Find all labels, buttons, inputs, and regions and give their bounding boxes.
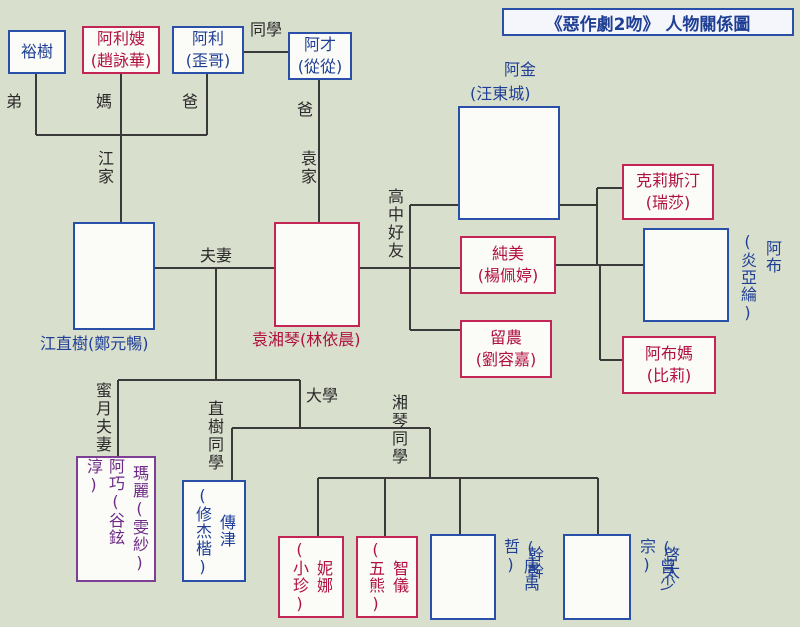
- label-fuqi: 夫妻: [200, 246, 233, 265]
- caption-qitai: 啓太: [660, 546, 680, 580]
- name-yuan: 袁湘琴: [252, 330, 301, 349]
- name-nina: 妮娜: [314, 560, 333, 594]
- actor-ganggan: (唐禹哲): [501, 538, 540, 592]
- actor-mali: (雯紗): [130, 499, 149, 573]
- node-chuanjin: 傳津 (修杰楷): [182, 480, 246, 582]
- node-yushu: 裕樹: [8, 30, 66, 74]
- actor-ali: (歪哥): [185, 51, 231, 70]
- photo-ajin: [458, 106, 560, 220]
- actor-kelisiding: (瑞莎): [645, 193, 691, 212]
- actor-zhiyi: (五熊): [366, 540, 385, 614]
- photo-ganggan: [430, 534, 496, 620]
- label-zhishu-tongxue: 直樹同學: [205, 400, 224, 472]
- label-tongxue: 同學: [250, 20, 283, 39]
- photo-yuan: [274, 222, 360, 327]
- name-mali-col: 瑪麗(雯紗): [128, 465, 150, 573]
- label-liuyue: 蜜月夫妻: [93, 382, 112, 454]
- actor-aqiao: (谷鉉淳): [84, 458, 125, 546]
- actor-liunong: (劉容嘉): [475, 350, 537, 369]
- name-yushu: 裕樹: [20, 42, 53, 61]
- name-qitai: 啓太: [661, 546, 680, 580]
- actor-chunmei: (楊佩婷): [477, 266, 539, 285]
- label-didi: 弟: [6, 92, 23, 111]
- caption-ajin: 阿金: [488, 60, 552, 80]
- node-nina: 妮娜 (小珍): [278, 536, 344, 618]
- actor-abu: (炎亞綸): [738, 232, 757, 323]
- label-jiangjia: 江家: [95, 150, 114, 186]
- label-yuanjia: 袁家: [298, 150, 317, 186]
- actor-ajin: (汪東城): [470, 84, 531, 103]
- name-ali-sao: 阿利嫂: [96, 29, 145, 48]
- node-ali: 阿利 (歪哥): [172, 26, 244, 74]
- photo-abu: [643, 228, 729, 322]
- caption-abu-actor: (炎亞綸): [737, 232, 757, 323]
- label-daxue: 大學: [306, 386, 339, 405]
- actor-chuanjin: (修杰楷): [193, 485, 212, 577]
- label-gaozhong: 高中好友: [385, 188, 404, 260]
- actor-abu-ma: (比莉): [646, 366, 692, 385]
- label-ma: 媽: [96, 92, 113, 111]
- actor-qitai: (曾少宗): [637, 538, 676, 592]
- name-abu-ma: 阿布媽: [644, 344, 693, 363]
- name-chuanjin: 傳津: [217, 514, 236, 548]
- node-acai: 阿才 (從從): [288, 32, 352, 80]
- caption-qitai-actor: (曾少宗): [636, 538, 676, 627]
- photo-qitai: [563, 534, 631, 620]
- name-ajin: 阿金: [503, 60, 536, 79]
- name-abu: 阿布: [763, 240, 782, 274]
- actor-acai: (從從): [297, 57, 343, 76]
- name-ali: 阿利: [191, 29, 224, 48]
- node-chunmei: 純美 (楊佩婷): [460, 236, 556, 294]
- actor-nina: (小珍): [290, 540, 309, 614]
- photo-jiang: [73, 222, 155, 330]
- caption-jiang: 江直樹(鄭元暢): [40, 334, 149, 354]
- name-chunmei: 純美: [491, 244, 524, 263]
- caption-abu: 阿布: [762, 240, 782, 274]
- node-mali-aqiao: 瑪麗(雯紗) 阿巧(谷鉉淳): [76, 456, 156, 582]
- caption-ganggan: 幹幹: [524, 546, 544, 580]
- name-acai: 阿才: [303, 35, 336, 54]
- node-ali-sao: 阿利嫂 (趙詠華): [82, 26, 160, 74]
- chart-title: 《惡作劇2吻》 人物關係圖: [502, 8, 794, 36]
- name-aqiao: 阿巧: [106, 458, 125, 492]
- label-ba-ali: 爸: [182, 92, 199, 111]
- node-abu-ma: 阿布媽 (比莉): [622, 336, 716, 394]
- caption-ajin-actor: (汪東城): [470, 84, 531, 104]
- caption-yuan: 袁湘琴(林依晨): [252, 330, 361, 350]
- node-liunong: 留農 (劉容嘉): [460, 320, 552, 378]
- actor-yuan: (林依晨): [300, 330, 361, 349]
- name-jiang: 江直樹: [40, 334, 89, 353]
- label-ba-acai: 爸: [297, 100, 314, 119]
- name-aqiao-col: 阿巧(谷鉉淳): [82, 458, 126, 580]
- caption-ganggan-actor: (唐禹哲): [500, 538, 540, 627]
- node-kelisiding: 克莉斯汀 (瑞莎): [622, 164, 714, 220]
- actor-jiang: (鄭元暢): [88, 334, 149, 353]
- name-ganggan: 幹幹: [525, 546, 544, 580]
- label-xiangqin-tongxue: 湘琴同學: [389, 394, 408, 466]
- node-zhiyi: 智儀 (五熊): [356, 536, 418, 618]
- name-kelisiding: 克莉斯汀: [635, 171, 700, 190]
- name-liunong: 留農: [489, 328, 522, 347]
- name-zhiyi: 智儀: [390, 560, 409, 594]
- actor-ali-sao: (趙詠華): [90, 51, 152, 70]
- name-mali: 瑪麗: [130, 465, 149, 499]
